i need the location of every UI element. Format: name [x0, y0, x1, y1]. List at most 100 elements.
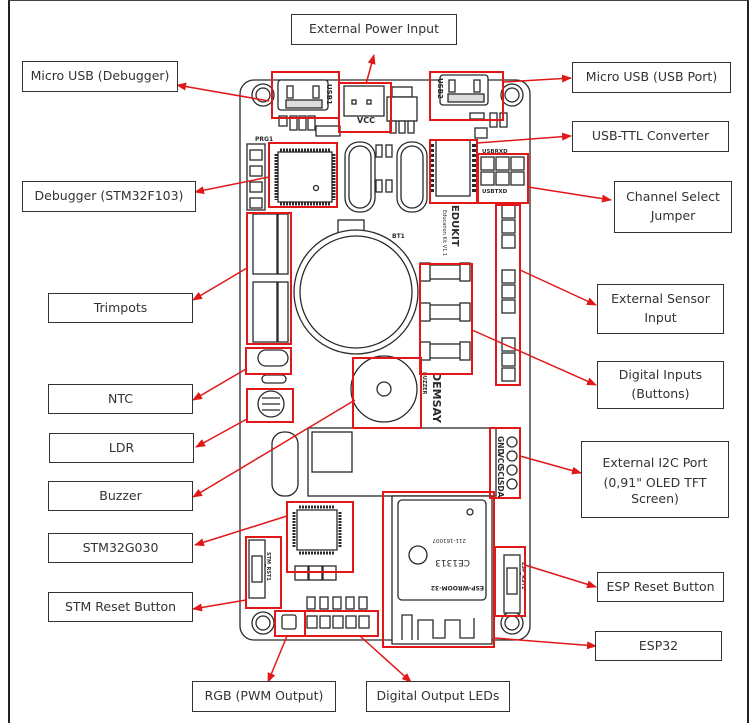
silk-esp-reset: ESP_RST1: [520, 562, 526, 590]
label-text: USB-TTL Converter: [591, 128, 710, 144]
silk-i2c-gnd: GND: [496, 436, 505, 455]
highlight-esp-reset: [494, 546, 526, 617]
label-ldr: LDR: [49, 433, 194, 463]
esp32-module: [391, 495, 493, 645]
label-text: ESP Reset Button: [606, 578, 715, 594]
arrow-ntc: [192, 368, 247, 401]
arrow-trimpots: [192, 267, 248, 301]
silk-esp-cert: CE1313: [435, 557, 470, 567]
stm-reset-switch: [248, 539, 266, 599]
ntc-sensor: [257, 349, 289, 384]
silk-esp-module: ESP-WROOM-32: [431, 584, 484, 591]
label-stm-reset-button: STM Reset Button: [48, 592, 193, 622]
programming-header-prg1: [246, 143, 266, 211]
arrow-external-power: [365, 54, 376, 85]
silk-brand: DEMSAY: [430, 372, 443, 424]
silk-esp-code: 211-161007: [432, 537, 466, 543]
label-text: STM32G030: [82, 539, 159, 555]
arrow-micro-usb-port: [502, 74, 572, 83]
micro-usb-port-connector: [439, 74, 489, 106]
label-text: Channel Select: [626, 189, 720, 205]
label-text: (Buttons): [631, 386, 690, 401]
pcb-board: [239, 74, 531, 645]
silk-i2c-scl: SCL: [496, 466, 505, 482]
label-stm32g030: STM32G030: [48, 533, 193, 563]
arrow-stm32f103: [194, 176, 270, 195]
crystal-oscillators: [344, 141, 428, 213]
silk-bt1: BT1: [392, 233, 405, 240]
diagram-frame: [8, 0, 749, 723]
label-esp32: ESP32: [595, 631, 722, 661]
label-digital-inputs: Digital Inputs (Buttons): [597, 361, 724, 409]
silk-vcc: VCC: [357, 116, 375, 125]
label-rgb-pwm-output: RGB (PWM Output): [192, 681, 336, 712]
silk-usbrxd: USBRXD: [482, 149, 508, 155]
label-text: Micro USB (USB Port): [585, 69, 718, 85]
label-text: LDR: [108, 439, 135, 455]
trimpots-components: [252, 213, 289, 343]
highlight-i2c-port: [489, 427, 521, 499]
silk-usbtxd: USBTXD: [482, 189, 508, 195]
arrow-esp-reset: [524, 564, 597, 589]
label-text: Debugger (STM32F103): [34, 188, 184, 204]
label-text: Digital Output LEDs: [376, 688, 500, 704]
highlight-stm32f103: [268, 142, 338, 208]
arrow-micro-usb-debugger: [176, 82, 270, 102]
stm32f103-chip: [274, 148, 336, 206]
highlight-ntc: [245, 347, 292, 375]
mounting-hole-icon: [251, 83, 275, 107]
silk-usb2: USB2: [436, 78, 444, 99]
silk-stm-reset: STM_RST1: [265, 552, 271, 581]
label-debugger-stm32f103: Debugger (STM32F103): [22, 181, 196, 212]
label-text: NTC: [108, 390, 133, 406]
label-text: Jumper: [650, 208, 696, 223]
label-digital-output-leds: Digital Output LEDs: [366, 681, 510, 712]
i2c-header-pins: [506, 436, 518, 490]
digital-input-buttons: [419, 262, 471, 361]
arrow-i2c-port: [519, 455, 582, 475]
highlight-channel-jumper: [477, 153, 529, 204]
usb-ttl-chip: [430, 139, 476, 197]
highlight-boxes: [245, 71, 529, 648]
label-text: External Sensor: [611, 291, 710, 307]
silk-prg1: PRG1: [255, 136, 273, 143]
highlight-buzzer: [352, 357, 422, 429]
silk-kit-name: EDUKIT: [449, 205, 460, 247]
label-buzzer: Buzzer: [48, 481, 193, 511]
label-ntc: NTC: [48, 384, 193, 414]
label-micro-usb-debugger: Micro USB (Debugger): [22, 61, 178, 92]
silk-kit-version: Education Kit V1.1: [441, 210, 447, 256]
label-text: ESP32: [638, 637, 679, 653]
label-text: Screen): [631, 491, 679, 507]
label-text: STM Reset Button: [64, 598, 177, 614]
silk-buzzer: BUZZER: [421, 372, 427, 395]
arrow-stm-reset: [192, 599, 247, 612]
silk-i2c-sda: SDA: [496, 480, 505, 498]
arrow-ldr: [195, 418, 248, 448]
mounting-hole-icon: [251, 611, 275, 635]
arrow-external-sensor: [519, 269, 597, 306]
highlight-trimpots: [246, 212, 292, 345]
highlight-ldr: [246, 388, 294, 423]
ldr-sensor: [257, 390, 285, 418]
highlight-stm-reset: [245, 536, 282, 609]
arrow-buzzer: [192, 399, 356, 498]
crystal-oscillator-lower: [271, 431, 299, 497]
callout-arrows: [176, 54, 612, 683]
micro-usb-debugger-connector: [277, 79, 329, 111]
label-text: Micro USB (Debugger): [30, 68, 170, 84]
arrow-stm32g030: [194, 515, 288, 547]
esp-reset-switch: [503, 554, 521, 614]
highlight-external-power: [338, 82, 392, 133]
label-text: Input: [644, 310, 677, 325]
label-text: External I2C Port: [602, 455, 708, 471]
arrow-esp32: [493, 637, 597, 650]
external-power-connector: [343, 85, 385, 117]
label-text: Digital Inputs: [618, 367, 703, 383]
arrow-rgb: [267, 635, 288, 683]
highlight-digital-inputs: [419, 263, 473, 375]
